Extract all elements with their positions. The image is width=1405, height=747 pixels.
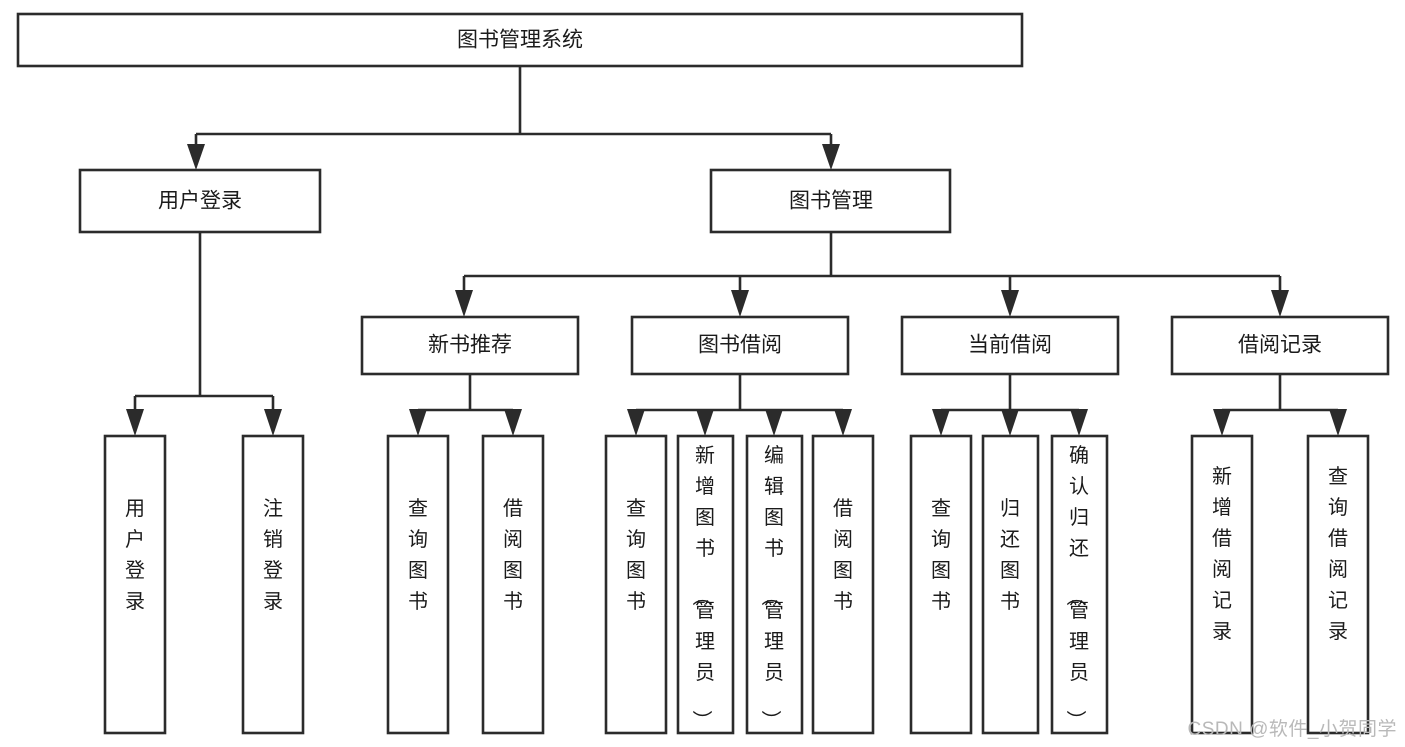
connector-group-new-book-recommend bbox=[409, 374, 522, 436]
node-leaf-user-login-box[interactable] bbox=[103, 434, 167, 735]
node-leaf-confirm-return[interactable]: 确认归还（管理员） bbox=[1050, 434, 1109, 735]
arrow-head-leaf-query-book-1 bbox=[409, 409, 427, 436]
arrow-head-leaf-borrow-book-1 bbox=[504, 409, 522, 436]
node-leaf-edit-book-label: 编辑图书（管理员） bbox=[759, 444, 784, 730]
node-leaf-user-login-label: 用户登录 bbox=[125, 498, 145, 613]
connector-group-current-borrow bbox=[932, 374, 1088, 436]
node-current-borrow[interactable]: 当前借阅 bbox=[900, 315, 1120, 376]
node-leaf-query-book-2-box[interactable] bbox=[604, 434, 668, 735]
arrow-head-leaf-add-record bbox=[1213, 409, 1231, 436]
node-user-login[interactable]: 用户登录 bbox=[78, 168, 322, 234]
node-leaf-borrow-book-2[interactable]: 借阅图书 bbox=[811, 434, 875, 735]
node-book-manage[interactable]: 图书管理 bbox=[709, 168, 952, 234]
node-leaf-query-book-2[interactable]: 查询图书 bbox=[604, 434, 668, 735]
node-new-book-recommend[interactable]: 新书推荐 bbox=[360, 315, 580, 376]
node-leaf-confirm-return-label: 确认归还（管理员） bbox=[1064, 444, 1089, 730]
node-leaf-logout-login-box[interactable] bbox=[241, 434, 305, 735]
node-book-manage-box[interactable] bbox=[709, 168, 952, 234]
node-leaf-add-record-box[interactable] bbox=[1190, 434, 1254, 735]
arrow-head-leaf-edit-book bbox=[765, 409, 783, 436]
node-new-book-recommend-box[interactable] bbox=[360, 315, 580, 376]
node-leaf-query-book-2-label: 查询图书 bbox=[626, 497, 646, 613]
arrow-head-borrow-record bbox=[1271, 290, 1289, 317]
connector-group-borrow-record bbox=[1213, 374, 1347, 436]
node-leaf-add-book[interactable]: 新增图书（管理员） bbox=[676, 434, 735, 735]
node-leaf-query-book-3-label: 查询图书 bbox=[931, 497, 951, 613]
node-leaf-query-record-label: 查询借阅记录 bbox=[1328, 465, 1348, 643]
node-leaf-add-record-label: 新增借阅记录 bbox=[1212, 465, 1232, 643]
node-leaf-confirm-return-box[interactable] bbox=[1050, 434, 1109, 735]
connector-group-root bbox=[187, 66, 840, 170]
arrow-head-new-book-recommend bbox=[455, 290, 473, 317]
arrow-head-leaf-query-record bbox=[1329, 409, 1347, 436]
node-leaf-edit-book-box[interactable] bbox=[745, 434, 804, 735]
node-book-borrow-box[interactable] bbox=[630, 315, 850, 376]
node-leaf-return-book-box[interactable] bbox=[981, 434, 1040, 735]
node-book-borrow[interactable]: 图书借阅 bbox=[630, 315, 850, 376]
node-book-manage-label: 图书管理 bbox=[789, 190, 873, 213]
node-current-borrow-label: 当前借阅 bbox=[968, 334, 1052, 357]
node-user-login-box[interactable] bbox=[78, 168, 322, 234]
arrow-head-book-manage bbox=[822, 144, 840, 170]
node-leaf-query-book-3-box[interactable] bbox=[909, 434, 973, 735]
connector-group-book-manage bbox=[455, 232, 1289, 317]
connector-group-book-borrow bbox=[627, 374, 852, 436]
node-leaf-add-book-label: 新增图书（管理员） bbox=[690, 444, 715, 730]
connector-group-user-login bbox=[126, 232, 282, 436]
node-leaf-query-book-1[interactable]: 查询图书 bbox=[386, 434, 450, 735]
node-borrow-record-box[interactable] bbox=[1170, 315, 1390, 376]
arrow-head-leaf-logout-login bbox=[264, 409, 282, 436]
leaf-nodes-group: 用户登录 注销登录 查询图书 借阅图书 查询图书 新增图书（管理员） bbox=[103, 434, 1370, 735]
node-root[interactable]: 图书管理系统 bbox=[16, 12, 1024, 68]
node-borrow-record-label: 借阅记录 bbox=[1238, 334, 1322, 357]
arrow-head-leaf-confirm-return bbox=[1070, 409, 1088, 436]
node-leaf-query-book-3[interactable]: 查询图书 bbox=[909, 434, 973, 735]
node-leaf-borrow-book-1[interactable]: 借阅图书 bbox=[481, 434, 545, 735]
node-leaf-borrow-book-1-box[interactable] bbox=[481, 434, 545, 735]
node-new-book-recommend-label: 新书推荐 bbox=[428, 334, 512, 357]
node-leaf-borrow-book-2-box[interactable] bbox=[811, 434, 875, 735]
arrow-head-current-borrow bbox=[1001, 290, 1019, 317]
node-leaf-query-record[interactable]: 查询借阅记录 bbox=[1306, 434, 1370, 735]
node-leaf-add-book-box[interactable] bbox=[676, 434, 735, 735]
node-leaf-return-book-label: 归还图书 bbox=[1000, 497, 1020, 613]
node-leaf-return-book[interactable]: 归还图书 bbox=[981, 434, 1040, 735]
arrow-head-leaf-add-book bbox=[696, 409, 714, 436]
arrow-head-leaf-query-book-2 bbox=[627, 409, 645, 436]
node-book-borrow-label: 图书借阅 bbox=[698, 334, 782, 357]
node-leaf-query-book-1-label: 查询图书 bbox=[408, 497, 428, 613]
arrow-head-book-borrow bbox=[731, 290, 749, 317]
node-leaf-user-login[interactable]: 用户登录 bbox=[103, 434, 167, 735]
arrow-head-user-login bbox=[187, 144, 205, 170]
node-leaf-borrow-book-1-label: 借阅图书 bbox=[503, 497, 523, 613]
arrow-head-leaf-query-book-3 bbox=[932, 409, 950, 436]
node-root-box[interactable] bbox=[16, 12, 1024, 68]
node-leaf-add-record[interactable]: 新增借阅记录 bbox=[1190, 434, 1254, 735]
node-current-borrow-box[interactable] bbox=[900, 315, 1120, 376]
node-leaf-borrow-book-2-label: 借阅图书 bbox=[833, 497, 853, 613]
node-leaf-logout-login[interactable]: 注销登录 bbox=[241, 434, 305, 735]
arrow-head-leaf-user-login bbox=[126, 409, 144, 436]
node-leaf-logout-login-label: 注销登录 bbox=[263, 497, 283, 613]
node-borrow-record[interactable]: 借阅记录 bbox=[1170, 315, 1390, 376]
node-root-label: 图书管理系统 bbox=[457, 29, 583, 52]
node-leaf-edit-book[interactable]: 编辑图书（管理员） bbox=[745, 434, 804, 735]
node-leaf-query-book-1-box[interactable] bbox=[386, 434, 450, 735]
node-user-login-label: 用户登录 bbox=[158, 190, 242, 213]
arrow-head-leaf-return-book bbox=[1001, 409, 1019, 436]
arrow-head-leaf-borrow-book-2 bbox=[834, 409, 852, 436]
node-leaf-query-record-box[interactable] bbox=[1306, 434, 1370, 735]
